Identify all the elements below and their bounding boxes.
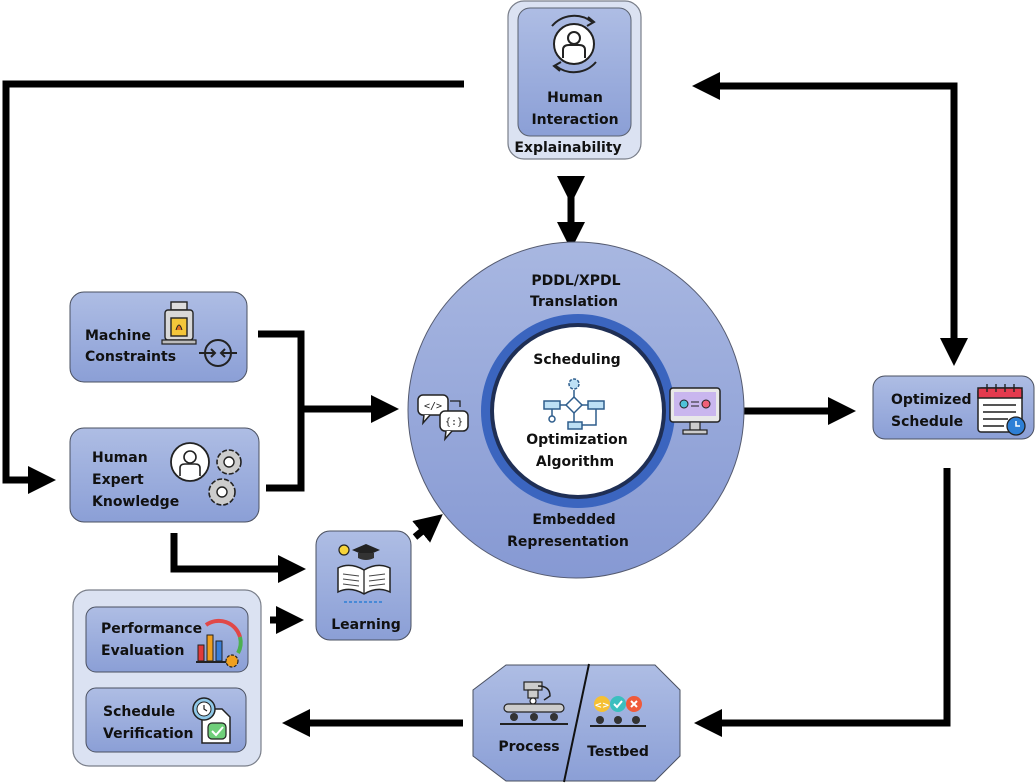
user-gears-icon <box>170 442 242 506</box>
core-inner-top: Scheduling <box>533 352 620 368</box>
svg-text:<>: <> <box>594 701 609 711</box>
human-interaction-line-1: Human <box>547 90 603 106</box>
monitor-molecule-icon <box>669 387 721 435</box>
schedule-verification-node[interactable]: Schedule Verification <box>85 687 247 753</box>
svg-text:{:}: {:} <box>445 417 463 428</box>
book-graduation-icon <box>337 544 391 603</box>
calendar-clock-icon <box>977 384 1026 436</box>
core-bottom-line-2: Representation <box>507 534 629 550</box>
core-top-line-1: PDDL/XPDL <box>531 273 620 289</box>
human-interaction-line-2: Interaction <box>531 112 618 128</box>
core-inner-line-1: Optimization <box>526 432 627 448</box>
converge-arrows-icon <box>199 339 237 367</box>
arrow-schedule-to-testbed <box>694 468 951 737</box>
user-cycle-icon <box>551 14 597 74</box>
testbed-label: Testbed <box>587 744 649 760</box>
performance-evaluation-node[interactable]: Performance Evaluation <box>85 606 249 673</box>
arrow-expert-to-learning <box>170 533 306 583</box>
conveyor-status-icon: <> <box>590 696 646 727</box>
optimized-schedule-line-2: Schedule <box>891 414 963 430</box>
optimized-schedule-node[interactable]: Optimized Schedule <box>872 375 1035 440</box>
optimized-schedule-line-1: Optimized <box>891 392 971 408</box>
learning-label: Learning <box>331 617 401 633</box>
process-label: Process <box>498 739 559 755</box>
process-testbed-node[interactable]: Process <> Testbed <box>472 663 681 783</box>
core-bottom-line-1: Embedded <box>532 512 615 528</box>
svg-text:</>: </> <box>424 401 442 412</box>
connectors <box>2 72 968 737</box>
performance-evaluation-line-1: Performance <box>101 621 202 637</box>
schedule-verification-line-1: Schedule <box>103 704 175 720</box>
learning-node[interactable]: Learning <box>315 530 412 641</box>
robot-conveyor-icon <box>500 681 568 725</box>
divider <box>563 663 590 783</box>
arrow-interaction-to-expert <box>2 80 464 494</box>
schedule-verification-line-2: Verification <box>103 726 193 742</box>
expert-line-3: Knowledge <box>92 494 179 510</box>
machine-constraints-line-2: Constraints <box>85 349 176 365</box>
core-processing-circle[interactable]: PDDL/XPDL Translation Embedded Represent… <box>407 241 745 579</box>
expert-line-2: Expert <box>92 472 144 488</box>
flowchart-gear-icon <box>543 378 605 430</box>
core-inner-line-2: Algorithm <box>536 454 614 470</box>
clock-document-check-icon <box>192 697 231 744</box>
machine-constraints-line-1: Machine <box>85 328 151 344</box>
explainability-label: Explainability <box>514 140 621 156</box>
arrow-learning-to-core <box>412 514 443 543</box>
human-expert-knowledge-node[interactable]: Human Expert Knowledge <box>69 427 260 523</box>
core-top-line-2: Translation <box>530 294 618 310</box>
bracket-inputs <box>258 330 305 492</box>
furnace-icon <box>161 301 197 345</box>
performance-evaluation-line-2: Evaluation <box>101 643 184 659</box>
code-chat-icon: </> {:} <box>417 394 469 442</box>
arrow-schedule-to-interaction <box>692 72 958 350</box>
chart-gauge-icon <box>196 618 243 668</box>
machine-constraints-node[interactable]: Machine Constraints <box>69 291 248 383</box>
explainability-group[interactable]: Human Interaction Explainability <box>507 0 642 160</box>
expert-line-1: Human <box>92 450 148 466</box>
